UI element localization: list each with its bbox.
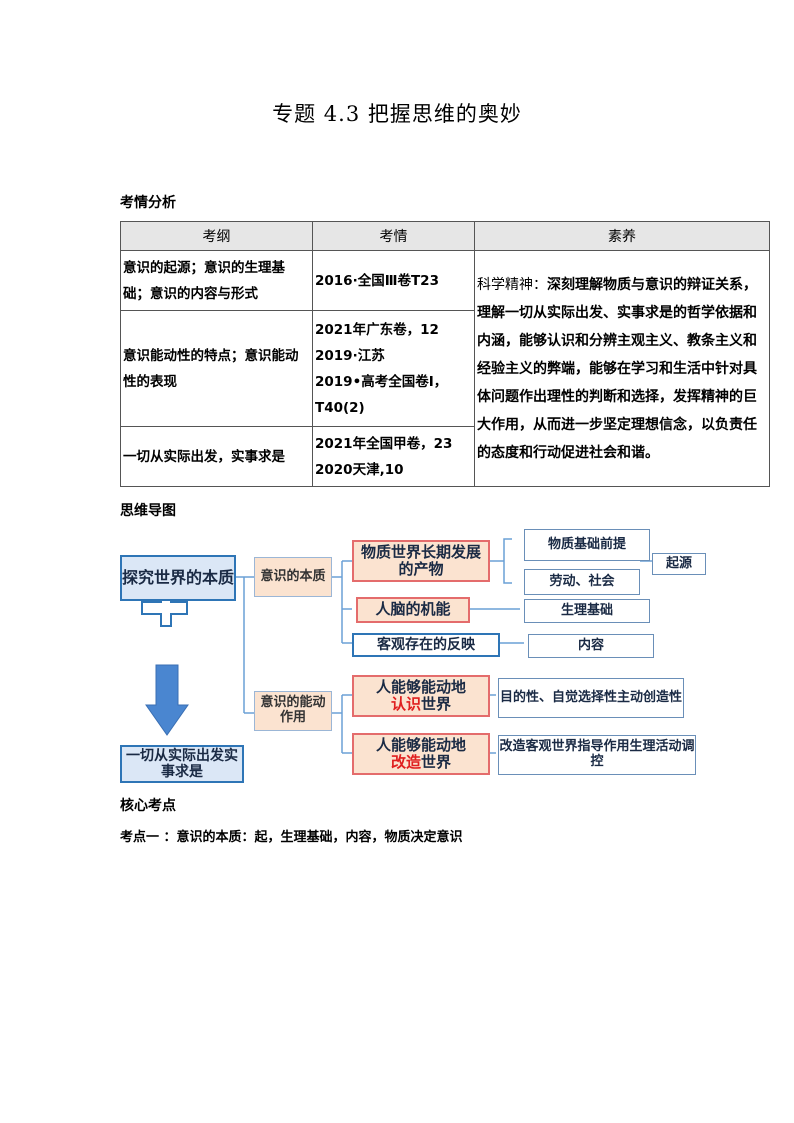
conclusion-node: 一切从实际出发实事求是 <box>120 745 244 783</box>
literacy-cell: 科学精神：深刻理解物质与意识的辩证关系，理解一切从实际出发、实事求是的哲学依据和… <box>474 250 770 487</box>
point-one: 考点一 ：意识的本质：起，生理基础，内容，物质决定意识 <box>120 830 463 845</box>
exam-cell: 2016·全国Ⅲ卷T23 <box>312 250 475 311</box>
reflection-node: 客观存在的反映 <box>352 633 500 657</box>
page-title: 专题 4.3 把握思维的奥妙 <box>272 102 522 126</box>
section-core: 核心考点 <box>120 798 176 814</box>
physio-node: 生理基础 <box>524 599 650 623</box>
essence-node: 意识的本质 <box>254 557 332 597</box>
role-node: 意识的能动作用 <box>254 691 332 731</box>
change-node: 人能够能动地 改造世界 <box>352 733 490 775</box>
literacy-text: 深刻理解物质与意识的辩证关系，理解一切从实际出发、实事求是的哲学依据和内涵，能够… <box>477 276 757 461</box>
labor-node: 劳动、社会 <box>524 569 640 595</box>
brain-node: 人脑的机能 <box>356 597 470 623</box>
purpose-node: 目的性、自觉选择性主动创造性 <box>498 678 684 718</box>
content-node: 内容 <box>528 634 654 658</box>
header-outline: 考纲 <box>120 221 313 251</box>
basis-node: 物质基础前提 <box>524 529 650 561</box>
exam-cell: 2021年全国甲卷，23 2020天津,10 <box>312 426 475 487</box>
literacy-label: 科学精神： <box>477 276 547 293</box>
product-node: 物质世界长期发展的产物 <box>352 540 490 582</box>
connector-lines <box>141 538 652 754</box>
down-arrow-icon <box>145 664 189 736</box>
header-exam: 考情 <box>312 221 475 251</box>
outline-cell: 一切从实际出发，实事求是 <box>120 426 313 487</box>
know-node: 人能够能动地 认识世界 <box>352 675 490 717</box>
section-analysis: 考情分析 <box>120 195 176 211</box>
outline-cell: 意识能动性的特点；意识能动性的表现 <box>120 310 313 427</box>
analysis-table: 考纲 考情 素养 意识的起源；意识的生理基础；意识的内容与形式 2016·全国Ⅲ… <box>120 221 770 487</box>
header-literacy: 素养 <box>474 221 770 251</box>
guide-node: 改造客观世界指导作用生理活动调控 <box>498 735 696 775</box>
exam-cell: 2021年广东卷，12 2019·江苏 2019•高考全国卷Ⅰ，T40(2) <box>312 310 475 427</box>
origin-node: 起源 <box>652 553 706 575</box>
outline-cell: 意识的起源；意识的生理基础；意识的内容与形式 <box>120 250 313 311</box>
root-node: 探究世界的本质 <box>120 555 236 601</box>
mind-map: 探究世界的本质 一切从实际出发实事求是 意识的本质 意识的能动作用 物质世界长期… <box>0 525 794 790</box>
section-mindmap: 思维导图 <box>120 503 176 519</box>
